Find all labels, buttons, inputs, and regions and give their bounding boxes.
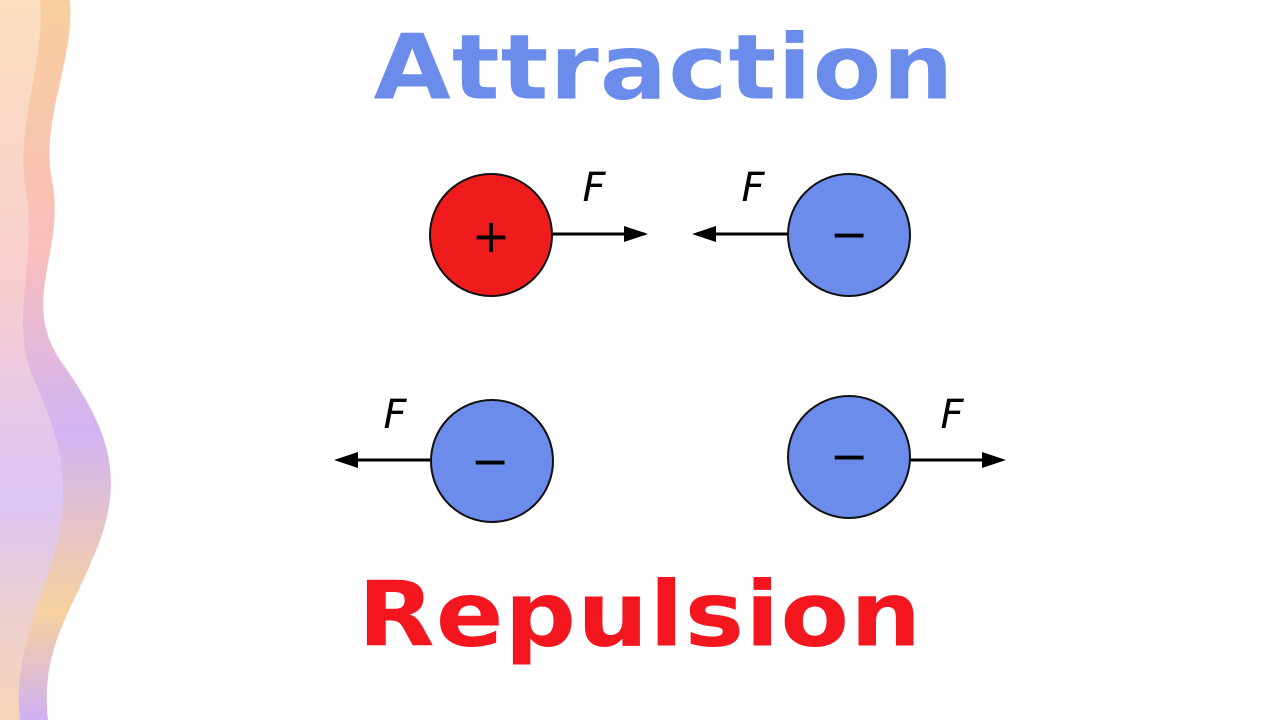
positive-sign: + xyxy=(472,209,511,263)
negative-charge-circle xyxy=(787,173,911,297)
positive-charge-circle xyxy=(429,173,553,297)
force-label: F xyxy=(741,165,765,211)
arrowhead-icon xyxy=(982,452,1006,468)
negative-sign: − xyxy=(830,429,869,483)
arrowhead-icon xyxy=(692,226,716,242)
attraction-negative-charge: − F xyxy=(692,165,911,297)
wave-band-inner xyxy=(0,0,64,720)
repulsion-title: Repulsion xyxy=(357,561,923,668)
attraction-positive-charge: + F xyxy=(429,165,648,297)
force-label: F xyxy=(383,392,407,438)
negative-sign: − xyxy=(830,207,869,261)
repulsion-right-charge: − F xyxy=(787,392,1006,519)
force-label: F xyxy=(582,165,606,211)
force-label: F xyxy=(940,392,964,438)
attraction-title: Attraction xyxy=(373,14,955,121)
arrowhead-icon xyxy=(624,226,648,242)
negative-charge-circle xyxy=(787,395,911,519)
negative-charge-circle xyxy=(430,399,554,523)
arrowhead-icon xyxy=(334,452,358,468)
repulsion-left-charge: − F xyxy=(334,392,554,523)
negative-sign: − xyxy=(471,434,510,488)
